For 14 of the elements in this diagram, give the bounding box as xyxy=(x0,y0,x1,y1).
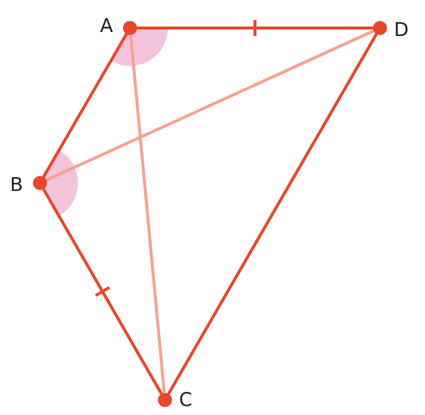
point-label: C xyxy=(179,389,192,411)
point-dot xyxy=(123,21,137,35)
point-dot xyxy=(158,393,172,407)
line-segment xyxy=(42,33,128,178)
point-dot xyxy=(33,176,47,190)
point-dot xyxy=(373,21,387,35)
line-segment xyxy=(167,33,378,395)
line-segment xyxy=(129,34,166,394)
line-segment xyxy=(46,30,374,182)
point-label: A xyxy=(100,15,113,37)
line-segment xyxy=(137,26,373,30)
line-segment xyxy=(42,188,163,395)
point-label: B xyxy=(10,174,24,196)
point-label: D xyxy=(394,19,409,41)
